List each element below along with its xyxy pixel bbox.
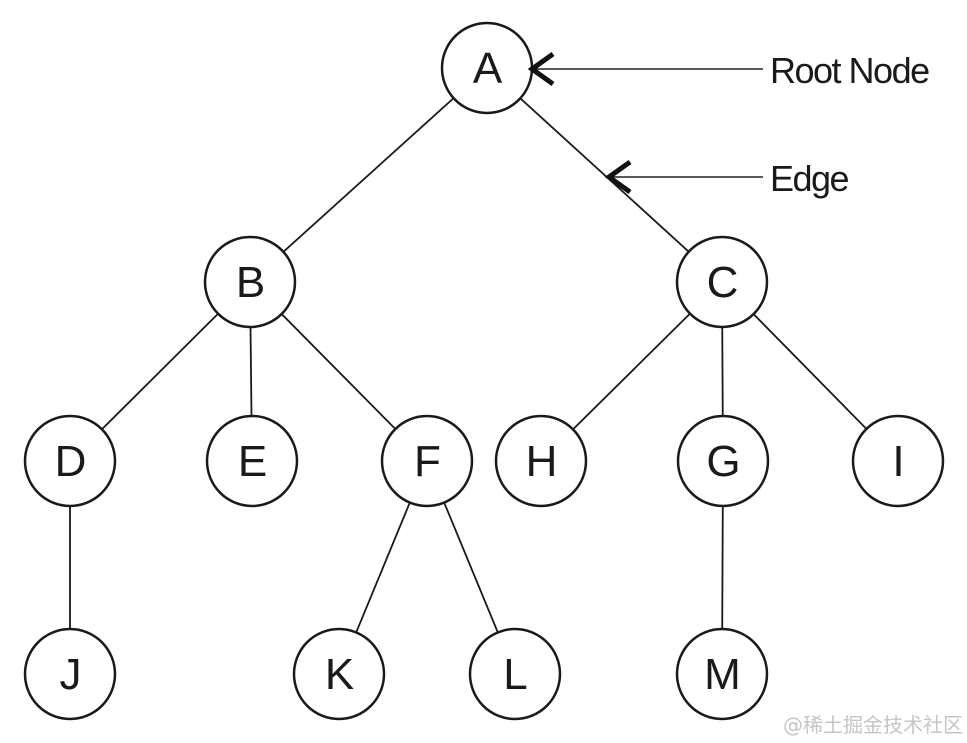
node-J-circle [23,627,117,721]
edge-A-C [486,67,723,283]
node-D-label: D [55,437,86,486]
node-J: J [23,627,117,721]
node-D-circle [23,414,117,508]
node-B: B [203,235,297,329]
node-K-circle [292,627,386,721]
node-I: I [851,414,945,508]
node-H: H [494,414,588,508]
node-E: E [205,414,299,508]
node-K: K [292,627,386,721]
root-node-label: Root Node [770,50,929,91]
root-node-arrow-head [527,51,555,87]
node-B-label: B [236,258,264,307]
node-F-circle [380,414,474,508]
watermark-text: @稀土掘金技术社区 [783,713,963,737]
edge-annotation: Edge [604,158,850,199]
node-M: M [675,627,769,721]
node-H-circle [494,414,588,508]
node-G: G [676,414,770,508]
node-J-label: J [60,650,81,699]
node-L: L [468,627,562,721]
node-M-circle [675,627,769,721]
node-A-label: A [473,44,503,93]
node-F-label: F [414,437,440,486]
node-C-circle [675,235,769,329]
edge-arrow-head [604,159,632,195]
node-A: A [440,21,534,115]
node-K-label: K [325,650,354,699]
node-D: D [23,414,117,508]
node-I-label: I [892,437,903,486]
node-L-label: L [503,650,527,699]
tree-nodes: A B C D E F H [23,21,945,721]
edge-A-B [249,67,488,283]
node-C-label: C [707,258,738,307]
node-G-circle [676,414,770,508]
node-I-circle [851,414,945,508]
node-M-label: M [704,650,740,699]
node-G-label: G [706,437,739,486]
node-H-label: H [526,437,557,486]
node-B-circle [203,235,297,329]
node-F: F [380,414,474,508]
root-node-annotation: Root Node [527,50,931,91]
edge-label: Edge [770,158,849,199]
node-C: C [675,235,769,329]
node-L-circle [468,627,562,721]
node-E-label: E [238,437,266,486]
node-E-circle [205,414,299,508]
